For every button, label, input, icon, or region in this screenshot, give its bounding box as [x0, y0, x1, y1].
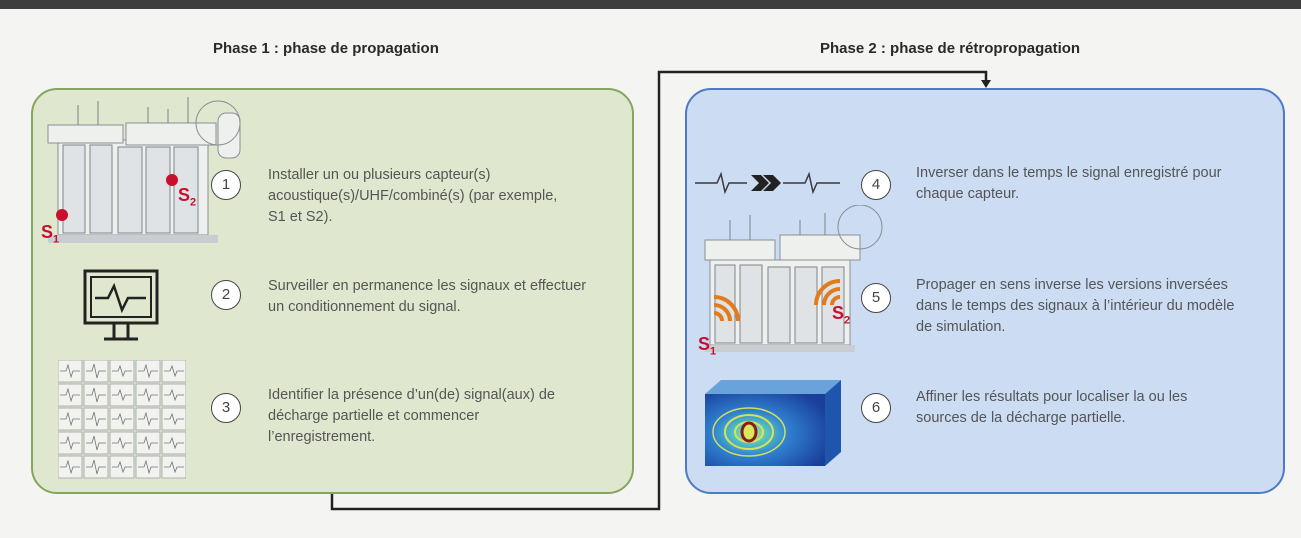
- step-5-text: Propager en sens inverse les versions in…: [916, 277, 1235, 335]
- step-5-number: 5: [861, 283, 891, 313]
- transformer-wave-icon: [704, 205, 883, 352]
- wave-arcs-s1: [713, 295, 740, 322]
- simulation-model-icon: [705, 380, 841, 466]
- step-3-text: Identifier la présence d’un(de) signal(a…: [268, 387, 555, 445]
- sensor-s2-dot: [166, 174, 178, 186]
- sensor-s2-label-phase2: S2: [832, 303, 851, 327]
- monitor-signal-icon: [83, 269, 159, 341]
- step-4-text: Inverser dans le temps le signal enregis…: [916, 165, 1222, 202]
- step-2-number: 2: [211, 280, 241, 310]
- phase2-title: Phase 2 : phase de rétropropagation: [820, 40, 1081, 57]
- sensor-s1-label: S1: [41, 222, 60, 246]
- top-bar: [0, 0, 1301, 9]
- transformer-icon: [47, 97, 241, 243]
- step-1-number: 1: [211, 170, 241, 200]
- reversed-signal-icon: [695, 171, 840, 195]
- sensor-s1-dot: [56, 209, 68, 221]
- phase1-title: Phase 1 : phase de propagation: [213, 40, 439, 57]
- step-2-text: Surveiller en permanence les signaux et …: [268, 278, 587, 315]
- step-6-number: 6: [861, 393, 891, 423]
- source-marker: [740, 421, 758, 443]
- sensor-s1-label-phase2: S1: [698, 334, 717, 358]
- wave-arcs-s2: [814, 279, 841, 306]
- step-6-text: Affiner les résultats pour localiser la …: [916, 389, 1188, 426]
- signal-grid-icon: [58, 360, 186, 479]
- step-3-number: 3: [211, 393, 241, 423]
- step-1-text: Installer un ou plusieurs capteur(s) aco…: [268, 167, 558, 225]
- sensor-s2-label: S2: [178, 185, 197, 209]
- step-4-number: 4: [861, 170, 891, 200]
